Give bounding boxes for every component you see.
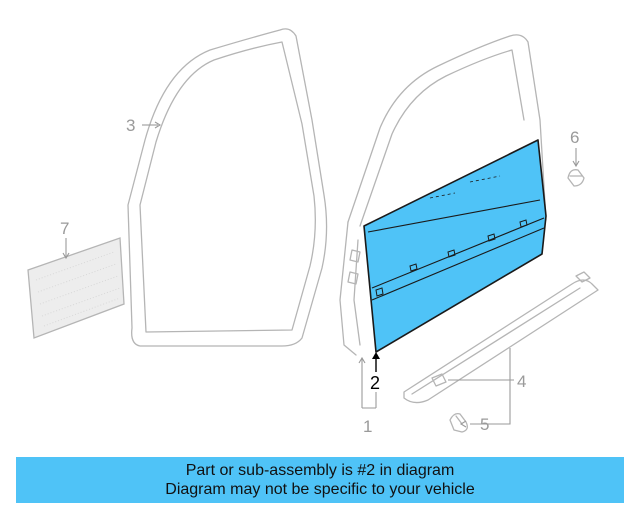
callout-7: 7 [60, 219, 69, 238]
caption-banner: Part or sub-assembly is #2 in diagram Di… [16, 457, 624, 503]
callout-6: 6 [570, 128, 579, 147]
callout-4: 4 [517, 372, 526, 391]
callout-3: 3 [126, 116, 135, 135]
rocker-molding-part-4 [403, 271, 599, 404]
callout-2: 2 [370, 373, 380, 393]
door-outer-panel-part-2 [363, 139, 547, 353]
fastener-part-6 [567, 169, 585, 187]
door-weatherstrip-part-3 [127, 28, 328, 347]
callout-leaders [62, 121, 580, 428]
clip-part-5 [449, 412, 468, 433]
insulator-pad-part-7 [27, 237, 125, 339]
callout-1: 1 [363, 417, 372, 436]
part-2-arrowhead [372, 352, 380, 359]
caption-line-2: Diagram may not be specific to your vehi… [165, 481, 475, 498]
door-frame-body [339, 34, 547, 356]
callout-5: 5 [480, 415, 489, 434]
parts-diagram: 3 7 6 2 4 5 1 [27, 28, 599, 436]
caption-line-1: Part or sub-assembly is #2 in diagram [185, 462, 455, 479]
